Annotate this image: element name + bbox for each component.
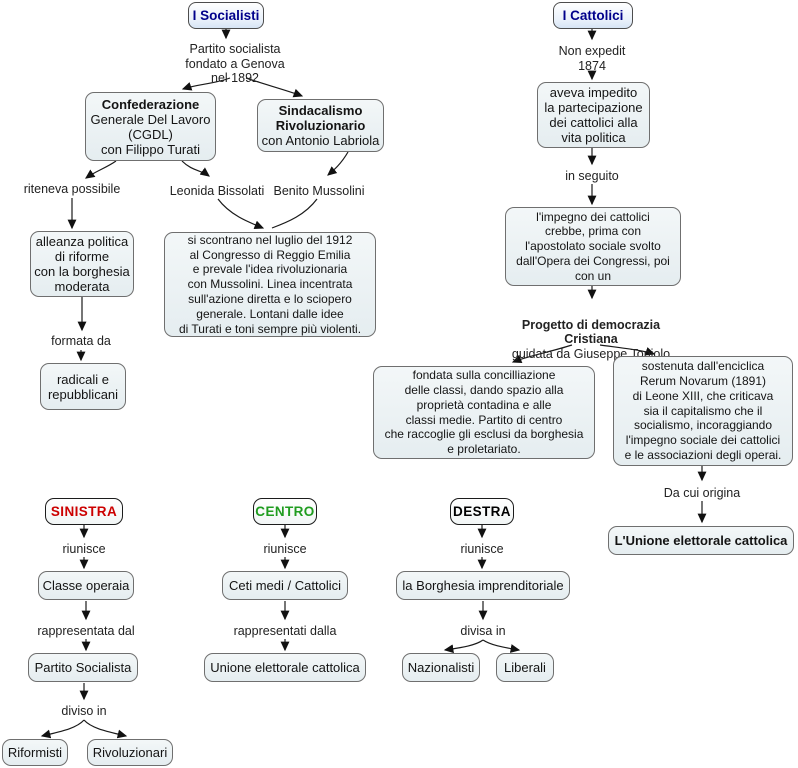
edge-progetto-sostenuta — [599, 344, 656, 356]
node-rivoluzionari: Rivoluzionari — [87, 739, 173, 766]
node-riformisti: Riformisti — [2, 739, 68, 766]
edge-sindacalismo-mussolini — [327, 151, 349, 176]
node-partito-socialista: Partito Socialista — [28, 653, 138, 682]
node-sindacalismo-detail: con Antonio Labriola — [261, 133, 380, 148]
link-label-riteneva: riteneva possibile — [23, 182, 121, 196]
link-label-rappresentati-dalla: rappresentati dalla — [233, 624, 337, 638]
node-ceti-medi: Ceti medi / Cattolici — [222, 571, 348, 600]
node-cgdl-detail: Generale Del Lavoro (CGDL) con Filippo T… — [90, 111, 211, 157]
link-label-mussolini: Benito Mussolini — [273, 184, 365, 198]
node-sindacalismo: Sindacalismo Rivoluzionario con Antonio … — [257, 99, 384, 152]
edge-mussolini-scontro — [271, 198, 318, 229]
link-label-riunisce-sinistra: riunisce — [62, 542, 106, 556]
node-nazionalisti: Nazionalisti — [402, 653, 480, 682]
link-label-da-cui-origina: Da cui origina — [663, 486, 741, 500]
edge-diviso-riformisti — [40, 719, 85, 739]
edge-progetto-fondata — [511, 344, 573, 364]
link-label-progetto: Progetto di democrazia Cristiana guidata… — [511, 303, 671, 361]
edge-bissolati-scontro — [217, 198, 265, 230]
node-alleanza: alleanza politica di riforme con la borg… — [30, 231, 134, 297]
node-borghesia-imprenditoriale: la Borghesia imprenditoriale — [396, 571, 570, 600]
node-i-socialisti: I Socialisti — [188, 2, 264, 29]
node-sinistra: SINISTRA — [45, 498, 123, 525]
edge-founding-cgdl — [181, 77, 231, 91]
edge-founding-sindacalismo — [245, 77, 304, 98]
node-rerum-novarum: sostenuta dall'enciclica Rerum Novarum (… — [613, 356, 793, 466]
link-label-founding: Partito socialista fondato a Genova nel … — [185, 42, 285, 85]
node-sindacalismo-title: Sindacalismo Rivoluzionario — [275, 103, 366, 133]
node-unione-elettorale-cattolica-bold: L'Unione elettorale cattolica — [608, 526, 794, 555]
node-cgdl-title: Confederazione — [101, 96, 200, 112]
link-label-riunisce-destra: riunisce — [460, 542, 504, 556]
node-i-cattolici: I Cattolici — [553, 2, 633, 29]
link-label-progetto-title: Progetto di democrazia Cristiana — [521, 317, 661, 347]
link-label-in-seguito: in seguito — [565, 169, 619, 183]
link-label-divisa-in: divisa in — [460, 624, 506, 638]
node-cgdl: Confederazione Generale Del Lavoro (CGDL… — [85, 92, 216, 161]
link-label-rappresentata-dal: rappresentata dal — [37, 624, 135, 638]
node-impegno-cattolici: l'impegno dei cattolici crebbe, prima co… — [505, 207, 681, 286]
link-label-bissolati: Leonida Bissolati — [169, 184, 265, 198]
node-destra: DESTRA — [450, 498, 514, 525]
node-congresso-reggio-emilia: si scontrano nel luglio del 1912 al Cong… — [164, 232, 376, 337]
node-fondata: fondata sulla concilliazione delle class… — [373, 366, 595, 459]
link-label-non-expedit: Non expedit 1874 — [558, 44, 626, 73]
edge-divisa-nazionalisti — [443, 639, 484, 654]
node-liberali: Liberali — [496, 653, 554, 682]
node-unione-elettorale-cattolica: Unione elettorale cattolica — [204, 653, 366, 682]
edge-diviso-rivoluzionari — [83, 719, 128, 739]
node-centro: CENTRO — [253, 498, 317, 525]
edge-divisa-liberali — [482, 639, 521, 653]
node-impedito: aveva impedito la partecipazione dei cat… — [537, 82, 650, 148]
edge-cgdl-bissolati — [181, 160, 210, 177]
link-label-diviso-in: diviso in — [61, 704, 107, 718]
edge-cgdl-riteneva — [85, 160, 117, 179]
link-label-formata-da: formata da — [51, 334, 111, 348]
link-label-riunisce-centro: riunisce — [263, 542, 307, 556]
node-radicali: radicali e repubblicani — [40, 363, 126, 410]
node-classe-operaia: Classe operaia — [38, 571, 134, 600]
